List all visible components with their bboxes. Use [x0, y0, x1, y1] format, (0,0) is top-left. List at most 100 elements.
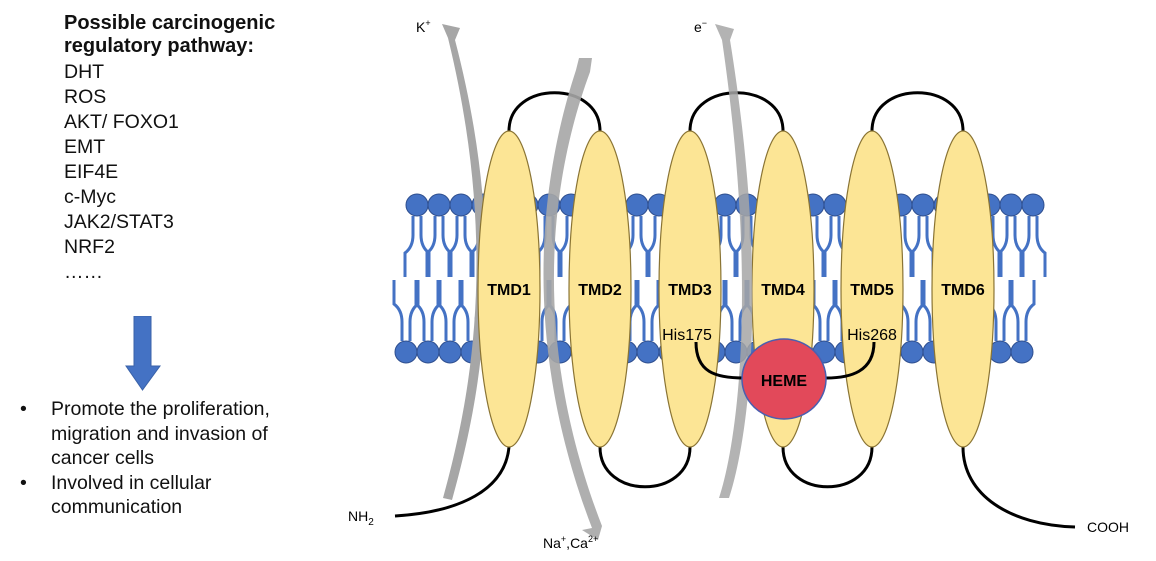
tmd-label: TMD1 — [487, 282, 531, 299]
ion-symbol: e — [694, 19, 702, 35]
phospholipid — [436, 280, 464, 364]
phospholipid — [1008, 280, 1036, 364]
lipid-head — [427, 193, 451, 217]
heme-label: HEME — [761, 373, 808, 390]
ion-charge: + — [425, 18, 430, 28]
n-terminus-base: NH — [348, 508, 368, 524]
phospholipid — [810, 280, 838, 364]
lipid-head — [1010, 340, 1034, 364]
phospholipid — [392, 280, 420, 364]
effect-item: • Involved in cellular communication — [20, 471, 330, 520]
tmd-label: TMD6 — [941, 282, 985, 299]
effects-list: • Promote the proliferation, migration a… — [20, 397, 330, 520]
tmd-helix-6: TMD6 — [931, 130, 995, 448]
n-terminus-subscript: 2 — [368, 517, 374, 528]
bullet-icon: • — [20, 398, 27, 420]
lipid-head — [416, 340, 440, 364]
lipid-head — [625, 193, 649, 217]
pathway-heading: Possible carcinogenic regulatory pathway… — [64, 12, 276, 57]
lipid-tail — [436, 280, 464, 341]
pathway-item: EMT — [64, 136, 106, 158]
ion-symbol: Na — [543, 535, 561, 551]
tmd-label: TMD3 — [668, 282, 712, 299]
lipid-tail — [1008, 280, 1036, 341]
sodium-calcium-arrow — [543, 58, 602, 540]
pathway-panel: Possible carcinogenic regulatory pathway… — [0, 0, 330, 561]
phospholipid — [447, 193, 475, 277]
lipid-head — [900, 340, 924, 364]
phospholipid — [634, 280, 662, 364]
lipid-tail — [414, 280, 442, 341]
bullet-icon: • — [20, 471, 27, 494]
c-terminus-label: COOH — [1087, 519, 1129, 535]
pathway-item: NRF2 — [64, 236, 115, 258]
tmd-helix-1: TMD1 — [477, 130, 541, 448]
lipid-tail — [425, 216, 453, 277]
lipid-head — [394, 340, 418, 364]
effect-item: • Promote the proliferation, migration a… — [20, 397, 330, 471]
loop-tmd2-tmd3 — [598, 446, 692, 489]
pathway-item: AKT/ FOXO1 — [64, 111, 179, 133]
potassium-label: K+ — [416, 18, 431, 35]
tmd-helix-5: TMD5 — [840, 130, 904, 448]
potassium-arrow — [442, 24, 486, 500]
phospholipid — [997, 193, 1025, 277]
tmd-helix-2: TMD2 — [568, 130, 632, 448]
phospholipid — [909, 193, 937, 277]
residue-his268: His268 — [847, 327, 897, 344]
phospholipid — [1019, 193, 1047, 277]
phospholipid — [898, 280, 926, 364]
lipid-head — [405, 193, 429, 217]
ion-charge: + — [561, 534, 566, 544]
lipid-tail — [634, 280, 662, 341]
heme-coordination — [694, 341, 876, 380]
tmd-label: TMD5 — [850, 282, 894, 299]
pathway-item: ROS — [64, 86, 107, 108]
phospholipid — [414, 280, 442, 364]
his175-bond — [694, 341, 745, 380]
pathway-ellipsis: …… — [64, 261, 103, 283]
intracellular-loops — [394, 446, 1076, 529]
down-arrow-icon — [125, 316, 161, 391]
tmd-body — [477, 130, 541, 448]
lipid-tail — [392, 280, 420, 341]
pathway-list: DHT ROS AKT/ FOXO1 EMT EIF4E c-Myc JAK2/… — [64, 60, 179, 285]
tmd-label: TMD4 — [761, 282, 805, 299]
ion-charge: 2+ — [588, 534, 598, 544]
lipid-tail — [447, 216, 475, 277]
sodium-calcium-label: Na+,Ca2+ — [543, 534, 598, 551]
effect-text: Involved in cellular communication — [51, 471, 212, 519]
heme-group — [741, 338, 827, 420]
phospholipid — [425, 193, 453, 277]
residue-his175: His175 — [662, 327, 712, 344]
loop-tmd4-tmd5 — [781, 446, 874, 489]
lipid-tail — [909, 216, 937, 277]
pathway-item: EIF4E — [64, 161, 119, 183]
electron-label: e− — [694, 18, 707, 35]
tmd-body — [931, 130, 995, 448]
effect-text: Promote the proliferation, migration and… — [51, 398, 270, 469]
tmd-body — [840, 130, 904, 448]
lipid-head — [449, 193, 473, 217]
lipid-head — [1021, 193, 1045, 217]
lipid-head — [911, 193, 935, 217]
tmd-label: TMD2 — [578, 282, 622, 299]
ion-arrows-back — [442, 24, 486, 500]
his268-bond — [825, 341, 876, 380]
lipid-head — [823, 193, 847, 217]
ion-symbol: K — [416, 19, 426, 35]
lipid-head — [999, 193, 1023, 217]
tmd-helix-3: TMD3 — [658, 130, 722, 448]
lipid-tail — [1019, 216, 1047, 277]
lipid-head — [636, 340, 660, 364]
ion-separator: , — [566, 535, 570, 551]
lipid-tail — [403, 216, 431, 277]
loop-tmd1-tmd2 — [507, 91, 602, 132]
n-terminus-tail — [394, 446, 511, 518]
n-terminus-label: NH2 — [348, 508, 374, 528]
pathway-item: JAK2/STAT3 — [64, 211, 174, 233]
ion-symbol: Ca — [570, 535, 588, 551]
lipid-tail — [810, 280, 838, 341]
pathway-item: c-Myc — [64, 186, 116, 208]
